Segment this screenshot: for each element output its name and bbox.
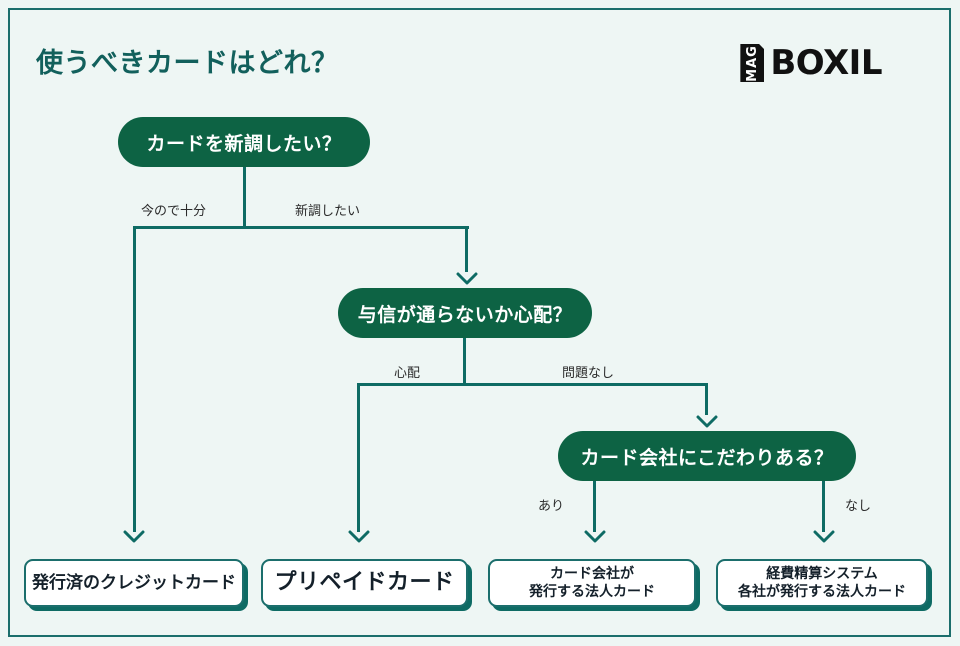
edge-label-no-preference: なし (845, 499, 872, 514)
edge-label-no-problem: 問題なし (562, 366, 615, 381)
connector-q2-left-drop (357, 383, 360, 532)
connector-q1-stem (243, 167, 246, 228)
connector-q1-right-drop (465, 226, 468, 272)
result-line-2: 各社が発行する法人カード (738, 584, 906, 600)
arrowhead-to-result-4 (813, 530, 835, 543)
result-box-existing-credit-card[interactable]: 発行済のクレジットカード (24, 559, 244, 607)
connector-q2-split-bar (357, 383, 708, 386)
boxil-mag-logo: MAG BOXIL (740, 43, 882, 83)
result-line-2: 発行する法人カード (529, 584, 655, 600)
edge-label-now-enough: 今ので十分 (141, 204, 207, 219)
connector-q3-right-drop (822, 481, 825, 532)
edge-label-has-preference: あり (538, 499, 565, 514)
decision-node-card-renewal[interactable]: カードを新調したい？ (118, 117, 370, 167)
edge-label-want-new: 新調したい (295, 204, 361, 219)
connector-q1-left-drop (133, 226, 136, 532)
decision-node-credit-worry[interactable]: 与信が通らないか心配？ (338, 288, 592, 338)
arrowhead-to-decision-3 (696, 415, 718, 428)
result-box-prepaid-card[interactable]: プリペイドカード (261, 559, 468, 607)
boxil-wordmark: BOXIL (770, 43, 882, 83)
edge-label-worried: 心配 (394, 366, 421, 381)
mag-badge-icon: MAG (740, 44, 765, 82)
mag-badge-label: MAG (744, 44, 760, 82)
connector-q2-right-drop (705, 383, 708, 415)
result-line-1: 発行済のクレジットカード (32, 572, 236, 593)
result-box-card-company-corporate-card[interactable]: カード会社が 発行する法人カード (488, 559, 696, 607)
result-line-1: プリペイドカード (274, 570, 455, 596)
connector-q1-split-bar (133, 226, 469, 229)
arrowhead-to-decision-2 (456, 272, 478, 285)
arrowhead-to-result-1 (123, 530, 145, 543)
arrowhead-to-result-3 (584, 530, 606, 543)
connector-q2-stem (463, 338, 466, 385)
result-box-expense-system-corporate-card[interactable]: 経費精算システム 各社が発行する法人カード (716, 559, 928, 607)
decision-node-card-company-preference[interactable]: カード会社にこだわりある？ (558, 431, 856, 481)
result-line-1: 経費精算システム (766, 565, 878, 582)
page-title: 使うべきカードはどれ？ (36, 48, 339, 79)
arrowhead-to-result-2 (348, 530, 370, 543)
connector-q3-left-drop (593, 481, 596, 532)
result-line-1: カード会社が (550, 565, 634, 582)
